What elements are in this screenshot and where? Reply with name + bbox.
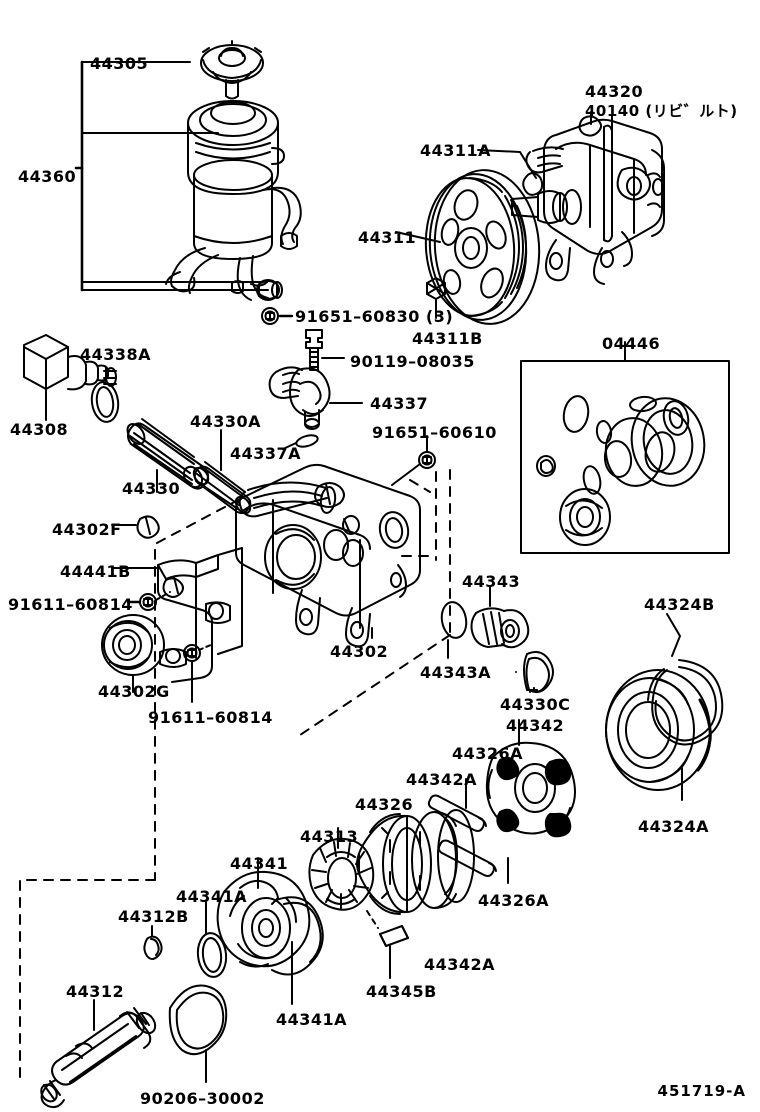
- cam-ring-44326-art: [356, 809, 475, 915]
- label-44324A: 44324A: [638, 817, 710, 836]
- label-44337: 44337: [370, 394, 429, 413]
- pulley-art: [424, 169, 541, 325]
- label-04446: 04446: [602, 334, 661, 353]
- label-91611-60814-lower: 91611–60814: [148, 708, 273, 727]
- label-44313: 44313: [300, 827, 359, 846]
- label-44341: 44341: [230, 854, 289, 873]
- label-44341A-upper: 44341A: [176, 887, 248, 906]
- reservoir-clamp-44324B-art: [647, 613, 724, 746]
- shaft-seal-90206-art: [168, 984, 228, 1083]
- label-40140-rebuilt: 40140 (リビ゛ルト): [585, 102, 738, 120]
- label-44341A-lower: 44341A: [276, 1010, 348, 1029]
- reservoir-bracket-lines: [74, 60, 269, 292]
- label-44345B: 44345B: [366, 982, 437, 1001]
- label-44305: 44305: [90, 54, 149, 73]
- label-44326A-lower: 44326A: [478, 891, 550, 910]
- label-44337A: 44337A: [230, 444, 302, 463]
- label-44326A-upper: 44326A: [452, 744, 524, 763]
- label-44338A: 44338A: [80, 345, 152, 364]
- label-44311A: 44311A: [420, 141, 492, 160]
- label-91611-60814-upper: 91611–60814: [8, 595, 133, 614]
- pin-lower-44326A-art: [437, 839, 509, 884]
- rear-plate-44342-art: [485, 719, 576, 838]
- bolt-icon-91611-60814-upper: [126, 591, 171, 611]
- label-90206-30002: 90206–30002: [140, 1089, 265, 1108]
- pump-housing-44302-art: [235, 463, 421, 648]
- reservoir-cap-art: [200, 40, 264, 100]
- bolt-icon-91611-60814-lower: [183, 643, 214, 703]
- label-44302G: 44302G: [98, 682, 170, 701]
- label-44312B: 44312B: [118, 907, 189, 926]
- label-44441B: 44441B: [60, 562, 131, 581]
- label-44342A-upper: 44342A: [406, 770, 478, 789]
- label-44302: 44302: [330, 642, 389, 661]
- bolt-icon-91651-60610: [391, 435, 436, 486]
- vane-44345B-art: [366, 910, 409, 979]
- drawing-id: 451719-A: [657, 1082, 746, 1100]
- o-ring-44343A-art: [440, 601, 468, 659]
- flow-control-valve-art: [126, 418, 252, 515]
- label-44320: 44320: [585, 82, 644, 101]
- label-44330A: 44330A: [190, 412, 262, 431]
- assembly-dashed-envelope-2: [401, 471, 437, 561]
- label-44330C: 44330C: [500, 695, 571, 714]
- label-44324B: 44324B: [644, 595, 715, 614]
- label-91651-60830: 91651–60830 (3): [295, 307, 454, 326]
- label-44343: 44343: [462, 572, 521, 591]
- snap-ring-44312B-art: [143, 925, 163, 960]
- gasket-kit-box-art: [520, 341, 730, 554]
- label-44311: 44311: [358, 228, 417, 247]
- label-44312: 44312: [66, 982, 125, 1001]
- label-44302F: 44302F: [52, 520, 122, 539]
- label-44342: 44342: [506, 716, 565, 735]
- bolt-icon-91651-60830: [261, 307, 294, 325]
- pump-bracket-44441B-art: [111, 547, 243, 683]
- reservoir-oring-44324A-art: [605, 669, 712, 801]
- label-91651-60610: 91651–60610: [372, 423, 497, 442]
- snap-ring-44330C-art: [515, 651, 554, 693]
- label-44311B: 44311B: [412, 329, 483, 348]
- bushing-44302G-art: [101, 614, 165, 693]
- label-44308: 44308: [10, 420, 69, 439]
- o-ring-44338A-art: [90, 367, 120, 423]
- o-ring-44341A-art: [196, 901, 228, 978]
- pump-assembly-art: [511, 111, 665, 285]
- label-44360: 44360: [18, 167, 77, 186]
- pressure-union-44343-art: [470, 585, 530, 649]
- label-44330: 44330: [122, 479, 181, 498]
- label-44326: 44326: [355, 795, 414, 814]
- label-44342A-lower: 44342A: [424, 955, 496, 974]
- label-90119-08035: 90119–08035: [350, 352, 475, 371]
- front-plate-44341-art: [216, 857, 324, 1005]
- reservoir-body-art: [165, 100, 302, 301]
- label-44343A: 44343A: [420, 663, 492, 682]
- union-44337-art: [268, 329, 363, 430]
